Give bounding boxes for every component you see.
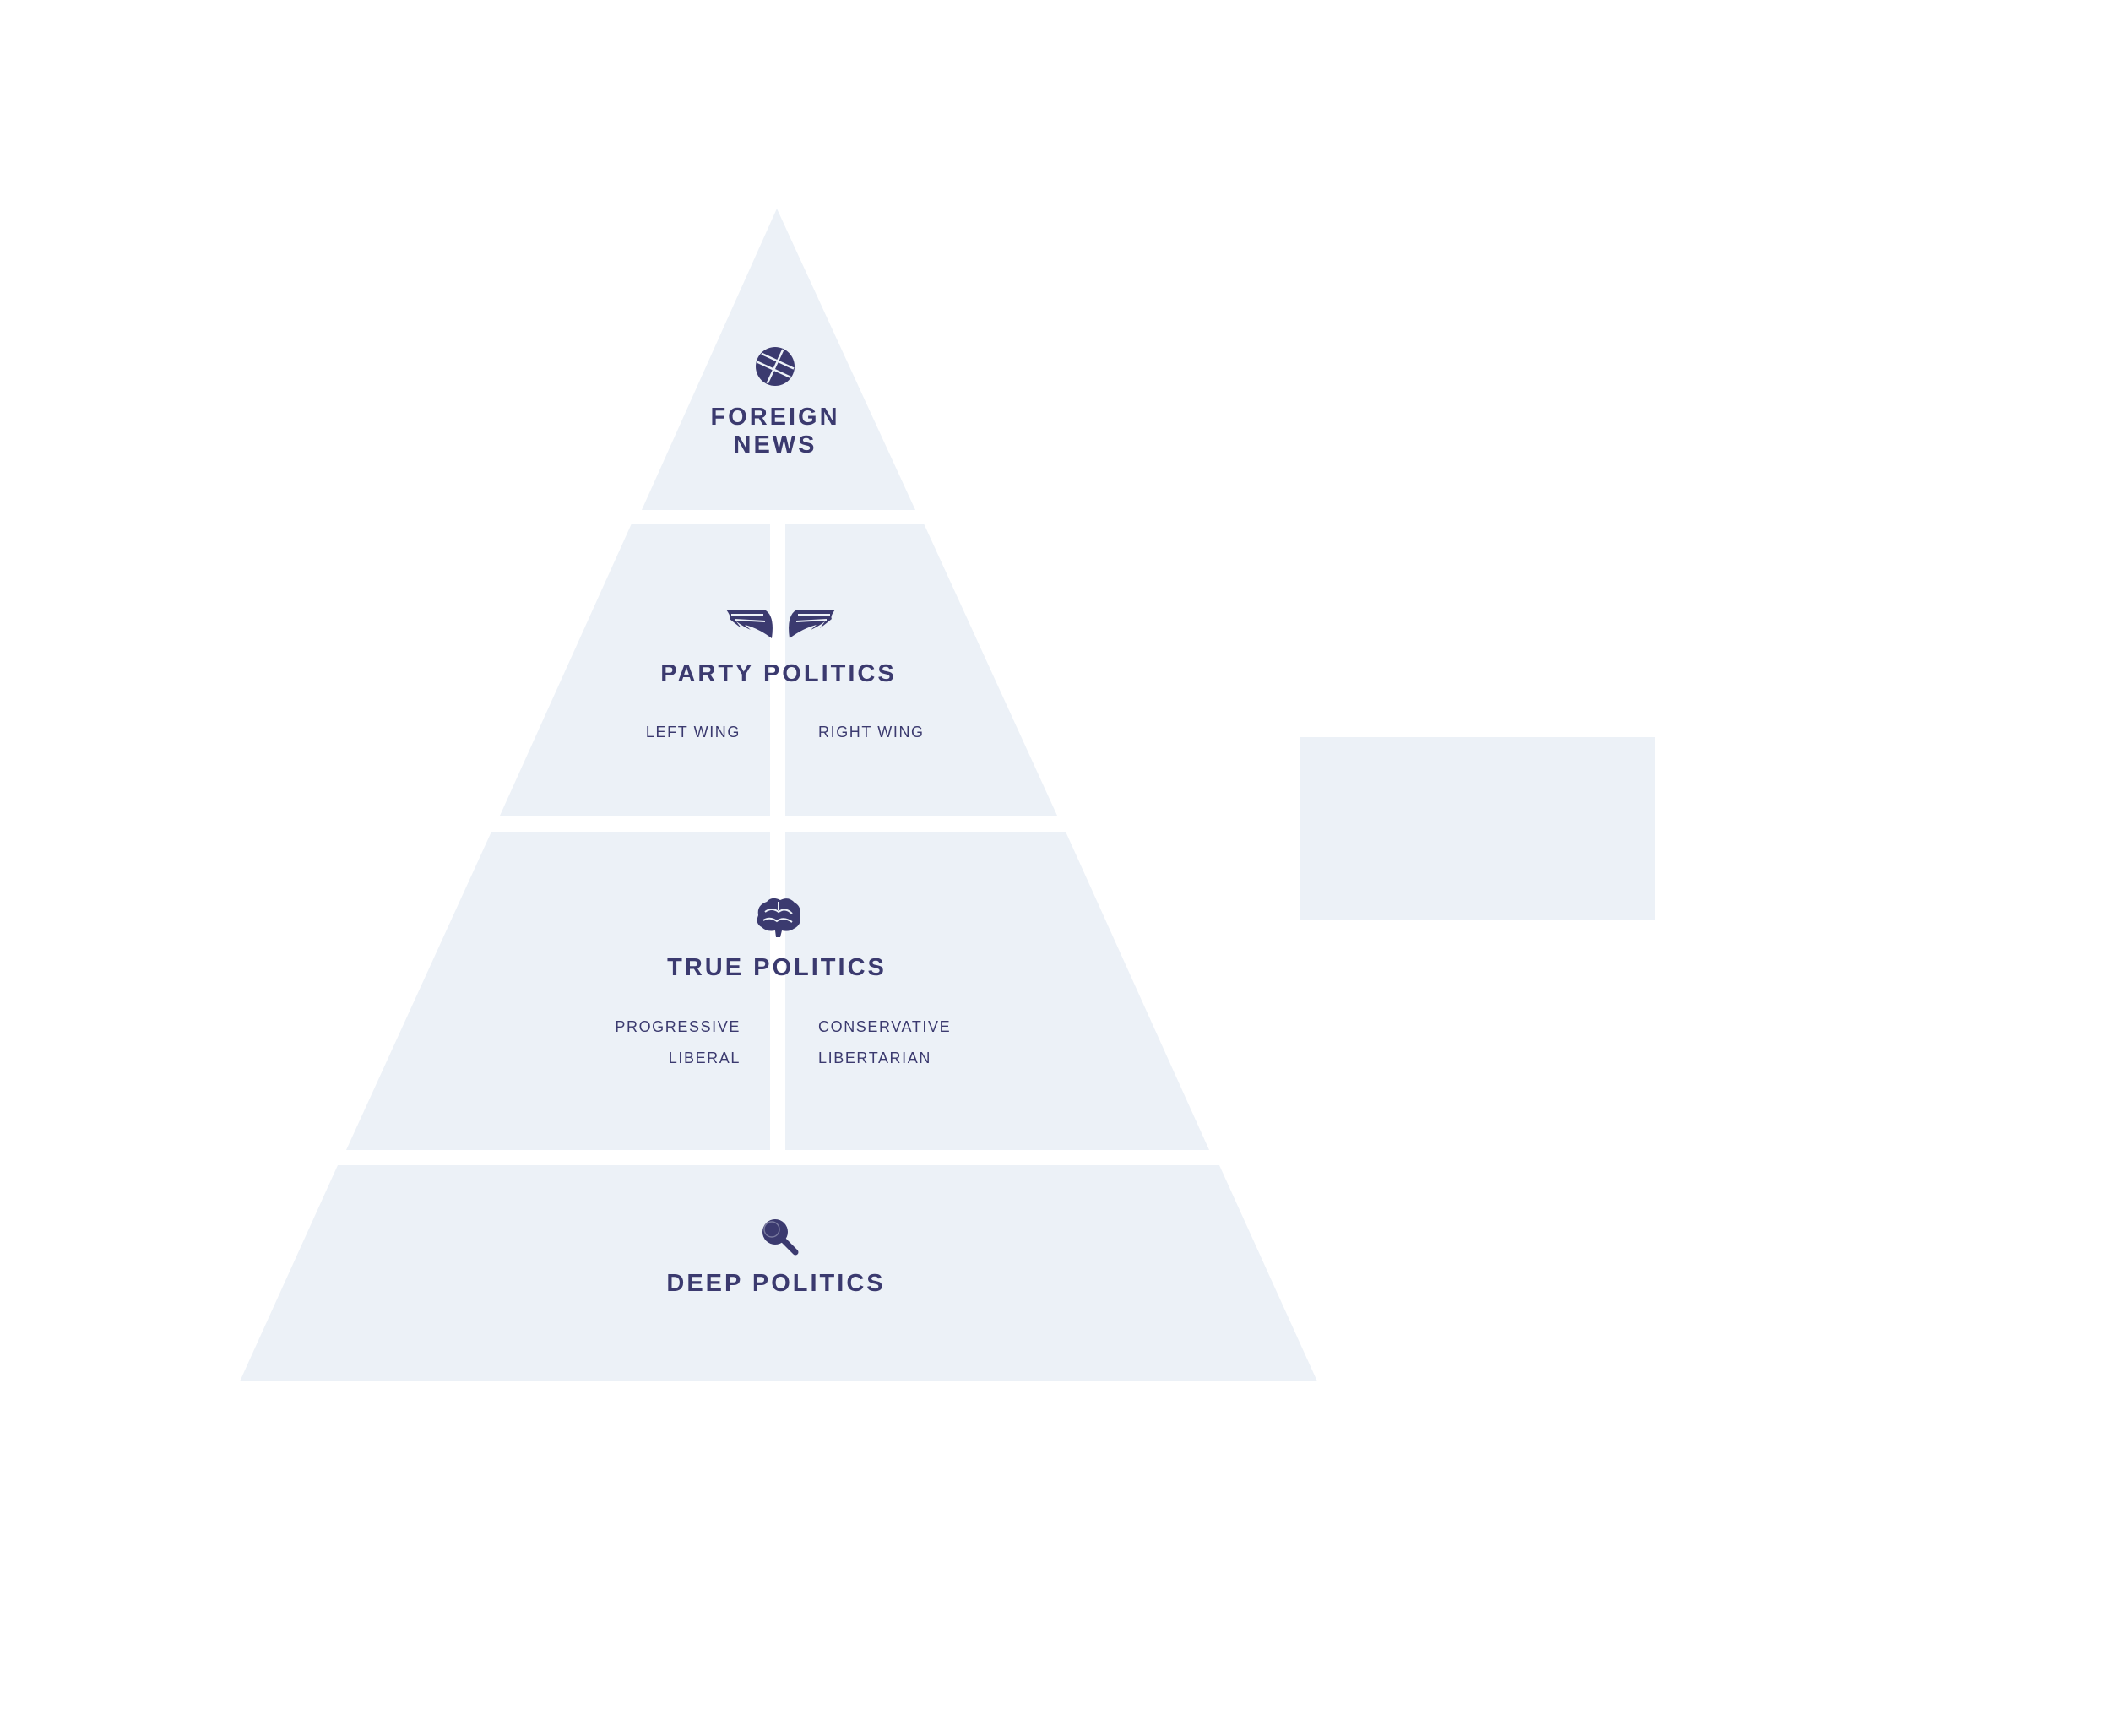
conservative-label: CONSERVATIVE: [818, 1018, 951, 1035]
tier-true-politics-right-shape: [785, 832, 1209, 1150]
progressive-label: PROGRESSIVE: [615, 1018, 741, 1035]
magnifier-icon: [762, 1219, 799, 1256]
tier-party-politics: PARTY POLITICS LEFT WING RIGHT WING: [500, 524, 1057, 816]
libertarian-label: LIBERTARIAN: [818, 1050, 931, 1066]
side-panel-box: [1300, 737, 1655, 920]
tier-true-politics-left-shape: [346, 832, 770, 1150]
brain-icon: [757, 898, 800, 937]
tier-party-politics-right-shape: [785, 524, 1057, 816]
tier-true-politics-title: TRUE POLITICS: [667, 954, 887, 981]
tier-foreign-news-title-line1: FOREIGN: [710, 404, 839, 431]
tier-deep-politics: DEEP POLITICS: [240, 1165, 1317, 1381]
tier-party-politics-left-shape: [500, 524, 770, 816]
tier-foreign-news: FOREIGN NEWS: [642, 209, 915, 510]
wings-icon: [726, 610, 835, 638]
tier-deep-politics-title: DEEP POLITICS: [666, 1270, 885, 1297]
right-wing-label: RIGHT WING: [818, 724, 925, 741]
tier-party-politics-title: PARTY POLITICS: [660, 660, 896, 687]
liberal-label: LIBERAL: [669, 1050, 741, 1066]
tier-foreign-news-title-line2: NEWS: [734, 431, 817, 458]
tier-deep-politics-shape: [240, 1165, 1317, 1381]
globe-icon: [756, 347, 795, 386]
tier-true-politics: TRUE POLITICS PROGRESSIVE LIBERAL CONSER…: [346, 832, 1209, 1150]
left-wing-label: LEFT WING: [646, 724, 741, 741]
